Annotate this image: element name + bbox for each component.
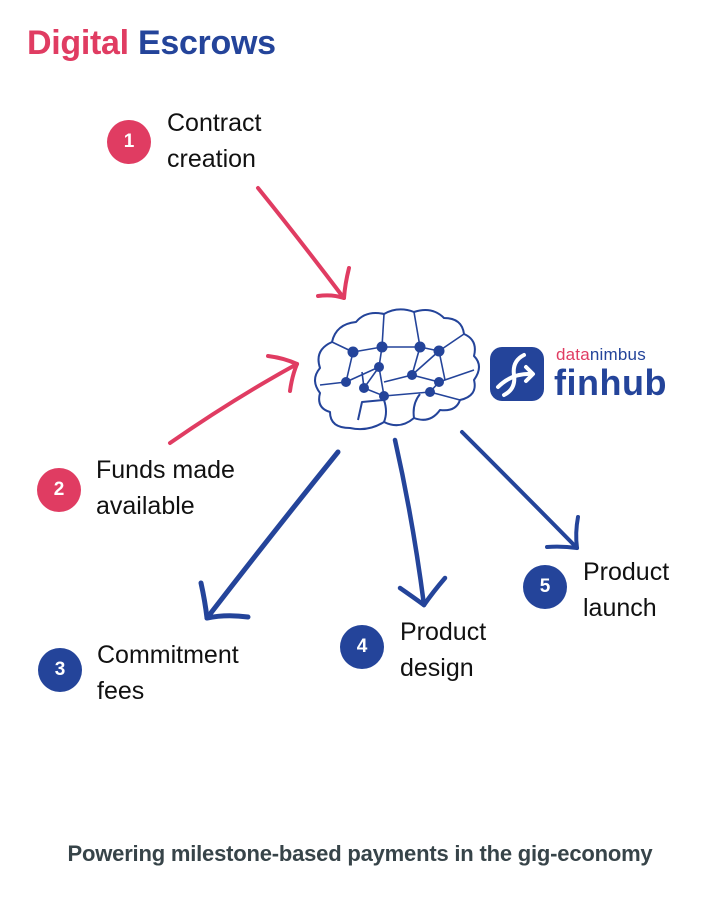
title-word-escrows: Escrows — [137, 24, 276, 62]
step-4: 4 — [340, 625, 384, 669]
step-1: 1 — [107, 120, 151, 164]
datanimbus-finhub-logo: datanimbus finhub — [490, 346, 667, 401]
step-number-badge: 1 — [107, 120, 151, 164]
step-number-badge: 4 — [340, 625, 384, 669]
step-label-line: launch — [583, 594, 657, 622]
step-label-line: Product — [400, 618, 487, 646]
step-2: 2 — [37, 468, 81, 512]
step-label-line: Contract — [167, 109, 262, 137]
logo-product-name: finhub — [554, 362, 667, 403]
step-number-badge: 2 — [37, 468, 81, 512]
footer-tagline: Powering milestone-based payments in the… — [67, 841, 653, 866]
title-word-digital: Digital — [27, 24, 129, 62]
step-number-badge: 3 — [38, 648, 82, 692]
logo-brand-name: datanimbus — [556, 346, 667, 363]
step-label-line: Commitment — [97, 641, 239, 669]
step-label-line: creation — [167, 145, 256, 173]
step-label-line: Funds made — [96, 456, 235, 484]
step-3: 3 — [38, 648, 82, 692]
logo-brand-part2: nimbus — [589, 345, 646, 364]
step-4-label: Product design — [400, 614, 486, 686]
arrow-step-4 — [392, 437, 448, 608]
step-5: 5 — [523, 565, 567, 609]
step-label-line: fees — [97, 677, 145, 705]
step-label-line: available — [96, 492, 195, 520]
arrow-step-2 — [168, 354, 299, 445]
arrow-step-1 — [256, 186, 351, 300]
step-5-label: Product launch — [583, 554, 669, 626]
page-title: Digital Escrows — [27, 24, 276, 63]
step-3-label: Commitment fees — [97, 637, 239, 709]
step-1-label: Contract creation — [167, 105, 261, 177]
brain-network-icon — [314, 308, 480, 431]
arrow-step-5 — [460, 430, 580, 550]
finhub-f-arrow-icon — [490, 346, 544, 401]
step-label-line: design — [400, 654, 474, 682]
step-number-badge: 5 — [523, 565, 567, 609]
step-label-line: Product — [583, 558, 670, 586]
step-2-label: Funds made available — [96, 452, 235, 524]
logo-brand-part1: data — [556, 345, 590, 364]
